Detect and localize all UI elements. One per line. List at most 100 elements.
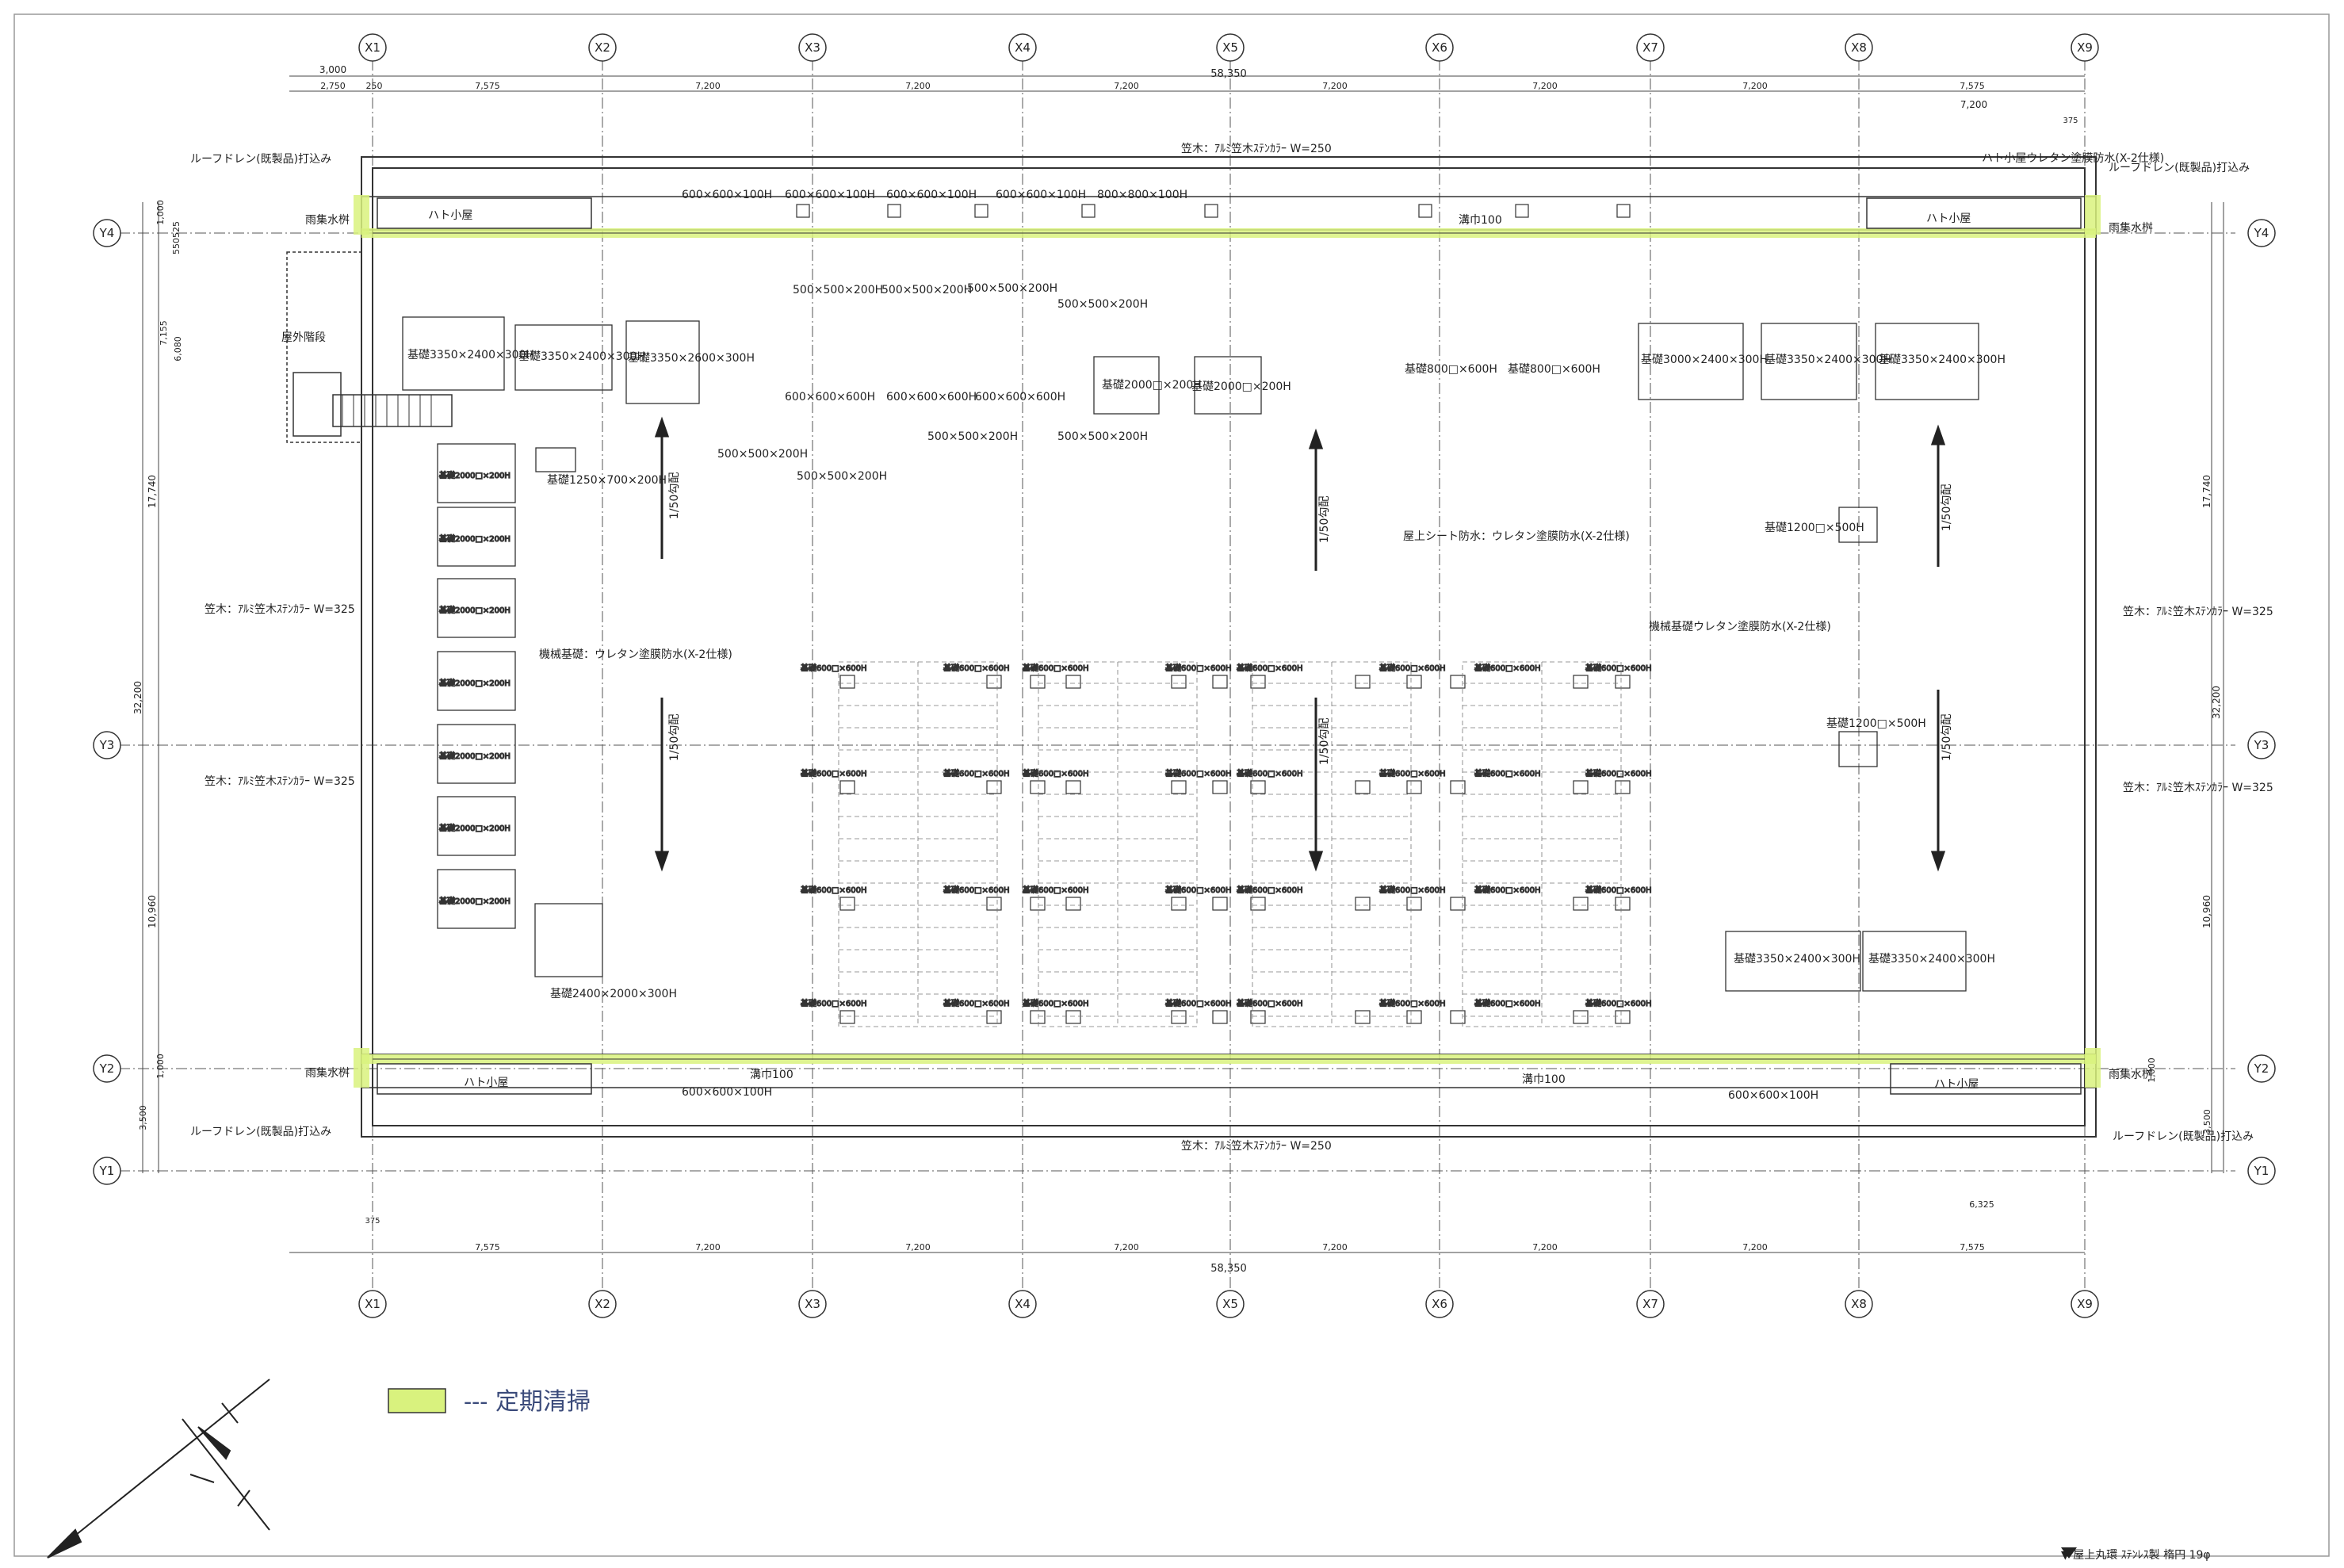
grid-bubble-x [358, 1290, 387, 1318]
label-hato-tr: ハト小屋 [1926, 212, 1971, 225]
base-600-marker [1450, 780, 1466, 794]
label-roof-sheet: 屋上シート防水：ウレタン塗膜防水(X-2仕様) [1403, 530, 1630, 543]
base-600-label: 基礎600□×600H [1379, 663, 1446, 673]
label-base-500-a: 500×500×200H [793, 284, 883, 296]
base-2000-label: 基礎2000□×200H [439, 605, 510, 615]
base-600-label: 基礎600□×600H [1585, 663, 1652, 673]
base-600-marker [1355, 1010, 1371, 1024]
base-2000-box [437, 443, 516, 503]
label-roof-drain-bl: ルーフドレン(既製品)打込み [190, 1125, 331, 1138]
small-600-bases: 基礎600□×600H 基礎600□×600H 基礎600□×600H 基礎600□×… [796, 204, 1652, 1024]
grid-bubble-y [2247, 219, 2276, 247]
label-base-600-6-a: 600×600×600H [785, 391, 875, 403]
grid-bubble-label: Y2 [99, 1061, 115, 1076]
dim-offset-375-bottom: 375 [365, 1217, 380, 1226]
base-top-marker [796, 204, 810, 218]
base-600-marker [839, 780, 855, 794]
label-base-3350-2400-c: 基礎3350×2400×300H [1765, 353, 1891, 366]
label-hato-br: ハト小屋 [1934, 1078, 1979, 1091]
base-600-label: 基礎600□×600H [1023, 885, 1089, 895]
label-rain-basin-tl: 雨集水桝 [305, 213, 350, 227]
grid-bubble-x [588, 1290, 617, 1318]
hato-shed-boxes [377, 197, 2082, 1095]
base-600-label: 基礎600□×600H [1165, 885, 1232, 895]
base-600-marker [1573, 897, 1589, 911]
dimension-top-segment: 7,200 [1742, 81, 1768, 91]
label-base-500-e: 500×500×200H [717, 448, 808, 461]
label-base-1200-a: 基礎1200□×500H [1765, 521, 1864, 534]
dimension-top-segment: 2,750 [320, 81, 346, 91]
label-base-500-b: 500×500×200H [881, 284, 972, 296]
label-base-3350-2600: 基礎3350×2600×300H [628, 351, 755, 365]
base-600-marker [1355, 780, 1371, 794]
base-600-label: 基礎600□×600H [1023, 998, 1089, 1008]
base-600-marker [1171, 1010, 1187, 1024]
dim-left-total: 32,200 [132, 681, 143, 714]
base-600-marker [1212, 897, 1228, 911]
annotation-texts: 58,350 3,000 7,200 58,350 32,200 32,200 … [132, 64, 2273, 1275]
base-2000-box [437, 651, 516, 711]
base-600-label: 基礎600□×600H [943, 998, 1010, 1008]
label-outdoor-stairs: 屋外階段 [281, 331, 326, 344]
base-2000-label: 基礎2000□×200H [439, 751, 510, 761]
grid-bubble-label: X7 [1642, 40, 1658, 55]
base-600-marker [1615, 675, 1631, 689]
grid-bubble-x [358, 33, 387, 62]
label-base-top-600-d: 600×600×100H [996, 189, 1086, 201]
dimension-bottom-segment: 7,200 [1532, 1242, 1558, 1252]
base-top-marker [1418, 204, 1432, 218]
dim-right-1000b: 1,000 [2147, 1057, 2157, 1083]
label-rain-basin-br: 雨集水桝 [2109, 1068, 2153, 1081]
north-arrow-compass [47, 1379, 270, 1558]
label-slope-5: 1/50勾配 [1941, 484, 1953, 531]
base-600-marker [1615, 780, 1631, 794]
label-base-600-6-c: 600×600×600H [975, 391, 1065, 403]
base-600-marker [839, 675, 855, 689]
base-600-marker [1615, 897, 1631, 911]
label-slope-2: 1/50勾配 [668, 714, 681, 761]
base-600-marker [1406, 1010, 1422, 1024]
base-600-label: 基礎600□×600H [1379, 885, 1446, 895]
base-top-marker [1081, 204, 1096, 218]
grid-bubble-x [588, 33, 617, 62]
label-gutter-bl: 溝巾100 [750, 1069, 793, 1081]
label-roof-drain-br: ルーフドレン(既製品)打込み [2113, 1130, 2254, 1143]
dimension-top-segment: 7,200 [695, 81, 721, 91]
label-base-500-f: 500×500×200H [797, 470, 887, 483]
label-gutter-top: 溝巾100 [1459, 214, 1502, 227]
base-600-marker [986, 675, 1002, 689]
label-base-top-600-a: 600×600×100H [682, 189, 772, 201]
label-rain-basin-tr: 雨集水桝 [2109, 221, 2153, 235]
base-600-marker [1250, 780, 1266, 794]
label-slope-3: 1/50勾配 [1318, 496, 1331, 543]
base-2000-label: 基礎2000□×200H [439, 678, 510, 688]
base-top-marker [1616, 204, 1631, 218]
dim-right-3500: 3,500 [2202, 1109, 2212, 1134]
label-base-top-600-f: 600×600×100H [1728, 1089, 1818, 1102]
dim-right-lower: 10,960 [2201, 895, 2212, 928]
paving-dashed-grid [838, 661, 1622, 1027]
grid-bubble-label: Y2 [2254, 1061, 2269, 1076]
label-base-800-600-a: 基礎800□×600H [1405, 362, 1497, 376]
grid-bubble-y [93, 1157, 121, 1185]
hato-shed-tr [1866, 197, 2082, 229]
base-600-marker [1212, 1010, 1228, 1024]
grid-bubble-label: Y1 [2254, 1164, 2269, 1178]
base-2000-box [437, 507, 516, 567]
dim-left-lower: 10,960 [147, 895, 158, 928]
base-2000-label: 基礎2000□×200H [439, 896, 510, 906]
label-slope-1: 1/50勾配 [668, 472, 681, 519]
label-base-500-d: 500×500×200H [1057, 298, 1148, 311]
base-2000-label: 基礎2000□×200H [439, 823, 510, 833]
base-600-marker [1406, 897, 1422, 911]
base-600-marker [986, 1010, 1002, 1024]
grid-bubble-x [1216, 33, 1245, 62]
label-kasagi-right-lower: 笠木：ｱﾙﾐ笠木ｽﾃﾝｶﾗｰ W=325 [2123, 782, 2273, 794]
grid-bubble-label: X2 [595, 40, 610, 55]
base-600-marker [1171, 675, 1187, 689]
grid-bubble-x [1425, 1290, 1454, 1318]
dim-right-upper: 17,740 [2201, 475, 2212, 508]
grid-bubble-label: X5 [1222, 40, 1238, 55]
gutter-lines [373, 232, 2085, 1060]
grid-bubble-label: Y4 [99, 226, 115, 240]
